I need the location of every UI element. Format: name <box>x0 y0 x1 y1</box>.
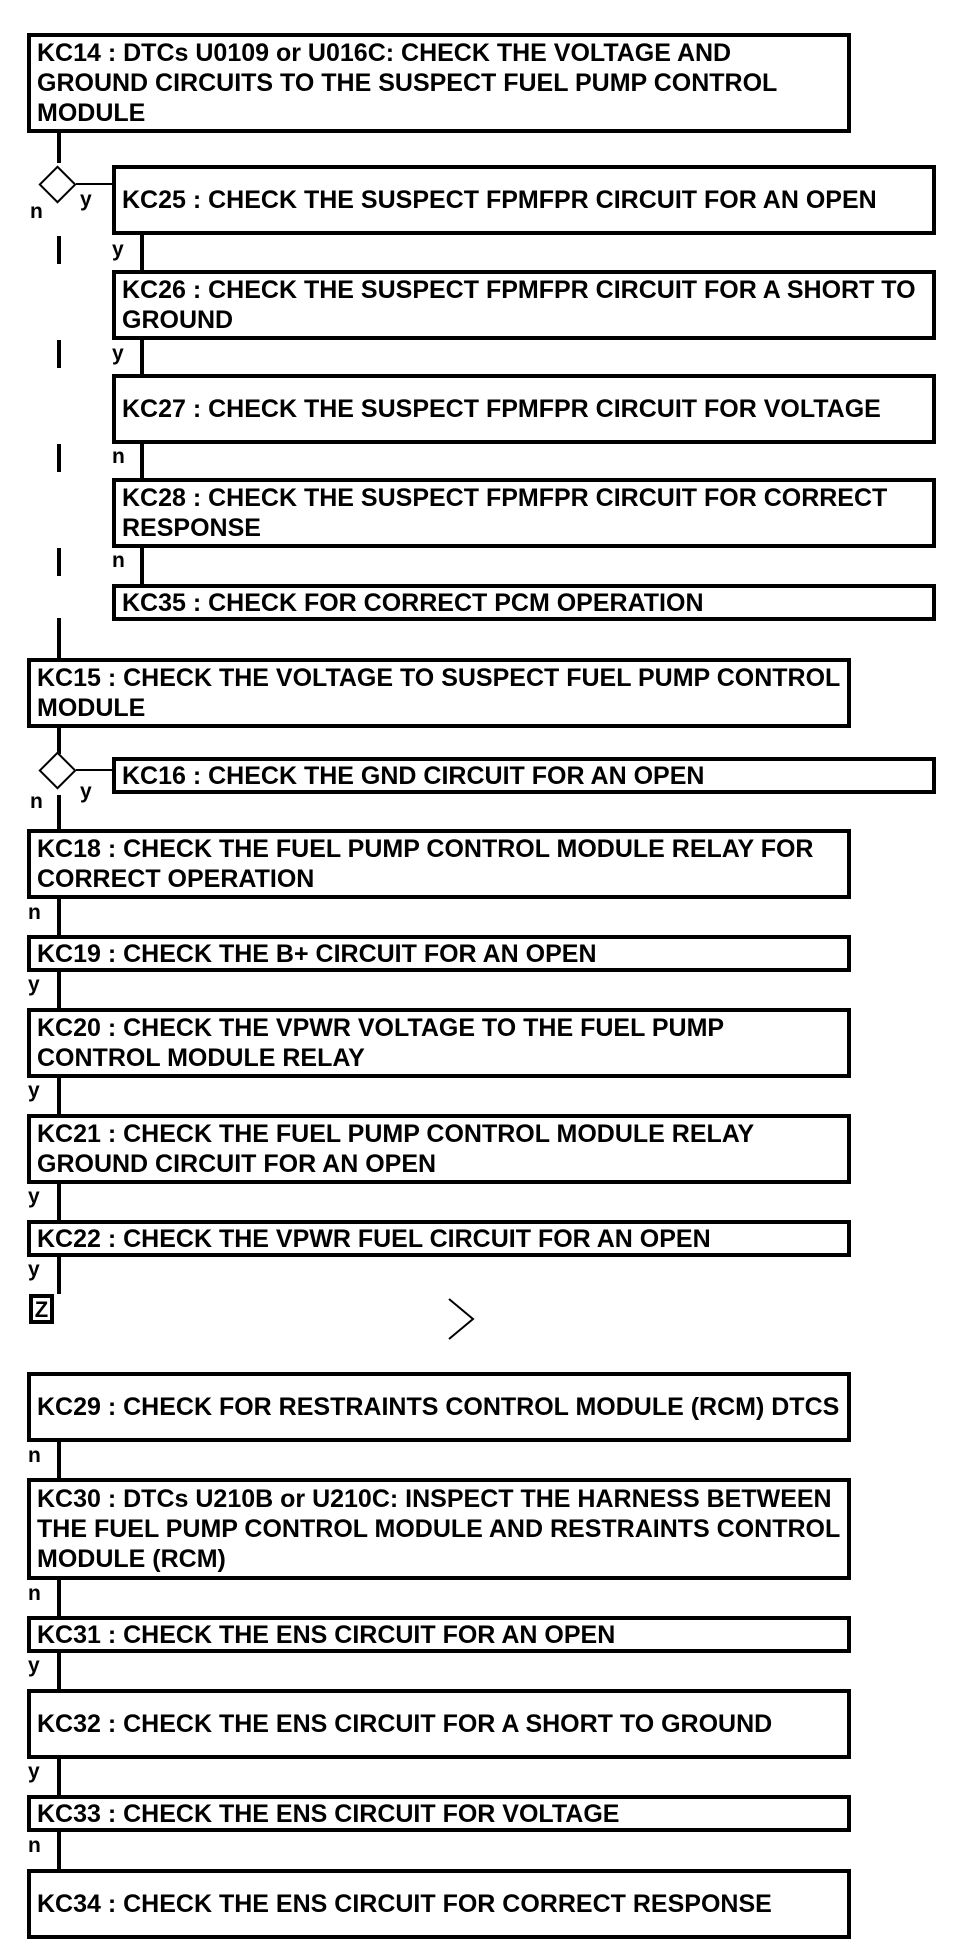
step-kc33-text: KC33 : CHECK THE ENS CIRCUIT FOR VOLTAGE <box>37 1799 620 1828</box>
connector-line <box>140 548 144 584</box>
step-kc18-text: KC18 : CHECK THE FUEL PUMP CONTROL MODUL… <box>37 835 814 893</box>
step-kc30-text: KC30 : DTCs U210B or U210C: INSPECT THE … <box>37 1485 840 1573</box>
step-kc21: KC21 : CHECK THE FUEL PUMP CONTROL MODUL… <box>27 1114 851 1184</box>
branch-label-yes: y <box>28 973 40 996</box>
step-kc27-text: KC27 : CHECK THE SUSPECT FPMFPR CIRCUIT … <box>122 395 881 423</box>
connector-line <box>57 899 61 935</box>
branch-label-yes: y <box>112 238 124 261</box>
branch-label-no: n <box>112 445 125 468</box>
branch-label-no: n <box>28 1444 41 1467</box>
step-kc15-text: KC15 : CHECK THE VOLTAGE TO SUSPECT FUEL… <box>37 664 840 722</box>
connector-line <box>57 1759 61 1795</box>
step-kc22-text: KC22 : CHECK THE VPWR FUEL CIRCUIT FOR A… <box>37 1224 711 1253</box>
connector-line <box>57 548 61 576</box>
step-kc29: KC29 : CHECK FOR RESTRAINTS CONTROL MODU… <box>27 1372 851 1442</box>
step-kc30: KC30 : DTCs U210B or U210C: INSPECT THE … <box>27 1478 851 1580</box>
step-kc25-text: KC25 : CHECK THE SUSPECT FPMFPR CIRCUIT … <box>122 186 877 214</box>
connector-line <box>57 972 61 1008</box>
step-kc28: KC28 : CHECK THE SUSPECT FPMFPR CIRCUIT … <box>112 478 936 548</box>
branch-label-yes: y <box>80 780 92 803</box>
branch-label-yes: y <box>80 188 92 211</box>
chevron-right-icon <box>448 1298 475 1340</box>
connector-line <box>57 795 61 829</box>
connector-line <box>57 340 61 368</box>
step-kc16: KC16 : CHECK THE GND CIRCUIT FOR AN OPEN <box>112 757 936 794</box>
connector-line <box>140 444 144 478</box>
step-kc34: KC34 : CHECK THE ENS CIRCUIT FOR CORRECT… <box>27 1869 851 1939</box>
step-kc32: KC32 : CHECK THE ENS CIRCUIT FOR A SHORT… <box>27 1689 851 1759</box>
step-kc20-text: KC20 : CHECK THE VPWR VOLTAGE TO THE FUE… <box>37 1014 724 1072</box>
branch-label-no: n <box>28 901 41 924</box>
step-kc26: KC26 : CHECK THE SUSPECT FPMFPR CIRCUIT … <box>112 270 936 340</box>
connector-line <box>57 1653 61 1689</box>
off-page-connector-z: Z <box>29 1294 54 1324</box>
connector-line <box>76 769 112 771</box>
step-kc29-text: KC29 : CHECK FOR RESTRAINTS CONTROL MODU… <box>37 1393 840 1421</box>
step-kc19-text: KC19 : CHECK THE B+ CIRCUIT FOR AN OPEN <box>37 939 597 968</box>
connector-line <box>57 1184 61 1220</box>
step-kc20: KC20 : CHECK THE VPWR VOLTAGE TO THE FUE… <box>27 1008 851 1078</box>
branch-label-yes: y <box>28 1760 40 1783</box>
branch-label-no: n <box>112 549 125 572</box>
branch-label-yes: y <box>28 1654 40 1677</box>
step-kc22: KC22 : CHECK THE VPWR FUEL CIRCUIT FOR A… <box>27 1220 851 1257</box>
step-kc31: KC31 : CHECK THE ENS CIRCUIT FOR AN OPEN <box>27 1616 851 1653</box>
connector-z-label: Z <box>34 1297 49 1322</box>
step-kc21-text: KC21 : CHECK THE FUEL PUMP CONTROL MODUL… <box>37 1120 754 1178</box>
connector-line <box>57 618 61 658</box>
step-kc19: KC19 : CHECK THE B+ CIRCUIT FOR AN OPEN <box>27 935 851 972</box>
connector-line <box>76 183 112 185</box>
step-kc18: KC18 : CHECK THE FUEL PUMP CONTROL MODUL… <box>27 829 851 899</box>
connector-line <box>57 1078 61 1114</box>
branch-label-yes: y <box>112 342 124 365</box>
step-kc27: KC27 : CHECK THE SUSPECT FPMFPR CIRCUIT … <box>112 374 936 444</box>
connector-line <box>57 1257 61 1294</box>
step-kc14: KC14 : DTCs U0109 or U016C: CHECK THE VO… <box>27 33 851 133</box>
step-kc28-text: KC28 : CHECK THE SUSPECT FPMFPR CIRCUIT … <box>122 484 888 542</box>
branch-label-no: n <box>30 200 43 223</box>
step-kc32-text: KC32 : CHECK THE ENS CIRCUIT FOR A SHORT… <box>37 1710 773 1738</box>
connector-line <box>57 1442 61 1478</box>
step-kc33: KC33 : CHECK THE ENS CIRCUIT FOR VOLTAGE <box>27 1795 851 1832</box>
branch-label-no: n <box>30 790 43 813</box>
connector-line <box>57 133 61 163</box>
decision-diamond <box>38 751 77 790</box>
branch-label-no: n <box>28 1582 41 1605</box>
step-kc16-text: KC16 : CHECK THE GND CIRCUIT FOR AN OPEN <box>122 761 705 790</box>
step-kc34-text: KC34 : CHECK THE ENS CIRCUIT FOR CORRECT… <box>37 1890 772 1918</box>
branch-label-yes: y <box>28 1079 40 1102</box>
connector-line <box>57 1580 61 1616</box>
step-kc14-text: KC14 : DTCs U0109 or U016C: CHECK THE VO… <box>37 39 777 127</box>
decision-diamond <box>38 165 77 204</box>
step-kc31-text: KC31 : CHECK THE ENS CIRCUIT FOR AN OPEN <box>37 1620 616 1649</box>
step-kc25: KC25 : CHECK THE SUSPECT FPMFPR CIRCUIT … <box>112 165 936 235</box>
connector-line <box>140 340 144 374</box>
connector-line <box>57 728 61 754</box>
connector-line <box>57 236 61 264</box>
step-kc35-text: KC35 : CHECK FOR CORRECT PCM OPERATION <box>122 588 704 617</box>
connector-line <box>57 1832 61 1869</box>
step-kc15: KC15 : CHECK THE VOLTAGE TO SUSPECT FUEL… <box>27 658 851 728</box>
branch-label-yes: y <box>28 1258 40 1281</box>
connector-line <box>57 444 61 472</box>
step-kc35: KC35 : CHECK FOR CORRECT PCM OPERATION <box>112 584 936 621</box>
branch-label-yes: y <box>28 1185 40 1208</box>
connector-line <box>140 235 144 270</box>
step-kc26-text: KC26 : CHECK THE SUSPECT FPMFPR CIRCUIT … <box>122 276 916 334</box>
branch-label-no: n <box>28 1834 41 1857</box>
